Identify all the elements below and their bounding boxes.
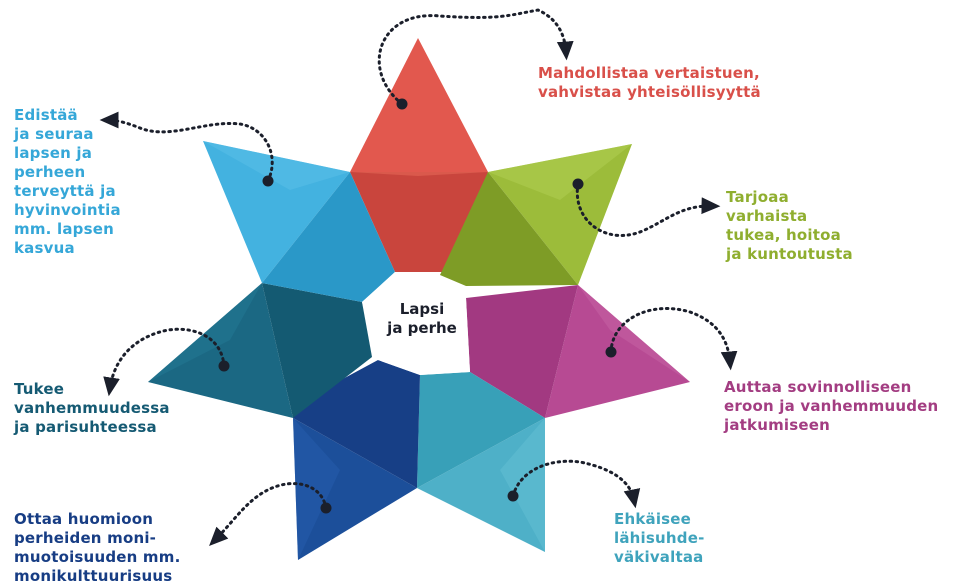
label-mahdollistaa: Mahdollistaa vertaistuen, vahvistaa yhte… bbox=[538, 64, 761, 101]
connector-tarjoaa bbox=[575, 182, 721, 237]
star-point-edistaa bbox=[203, 141, 395, 302]
star-point-tarjoaa bbox=[440, 144, 632, 286]
label-auttaa: Auttaa sovinnolliseen eroon ja vanhemmuu… bbox=[724, 378, 939, 434]
anchor-dot-edistaa bbox=[262, 175, 274, 187]
center-hub bbox=[362, 272, 470, 375]
connector-tukee bbox=[103, 327, 226, 397]
label-edistaa: Edistää ja seuraa lapsen ja perheen terv… bbox=[14, 106, 121, 257]
label-tarjoaa: Tarjoaa varhaista tukea, hoitoa ja kunto… bbox=[726, 188, 853, 263]
anchor-dot-ottaa bbox=[320, 502, 332, 514]
connector-edistaa bbox=[99, 111, 274, 183]
connector-ehkaisee bbox=[511, 459, 641, 509]
label-ehkaisee: Ehkäisee lähisuhde- väkivaltaa bbox=[614, 510, 705, 566]
label-tukee: Tukee vanhemmuudessa ja parisuhteessa bbox=[14, 380, 170, 436]
anchor-dot-ehkaisee bbox=[507, 490, 519, 502]
star-point-auttaa bbox=[466, 285, 690, 418]
star-point-tukee bbox=[148, 283, 372, 418]
anchor-dot-mahdollistaa bbox=[396, 98, 408, 110]
connector-mahdollistaa bbox=[377, 8, 574, 106]
anchor-dot-tarjoaa bbox=[572, 178, 584, 190]
center-label: Lapsi ja perhe bbox=[387, 300, 457, 337]
connector-auttaa bbox=[609, 307, 738, 371]
connector-ottaa bbox=[209, 482, 328, 546]
anchor-dot-tukee bbox=[218, 360, 230, 372]
label-ottaa: Ottaa huomioon perheiden moni- muotoisuu… bbox=[14, 510, 181, 585]
star-point-ehkaisee bbox=[417, 372, 545, 552]
anchor-dot-auttaa bbox=[605, 346, 617, 358]
